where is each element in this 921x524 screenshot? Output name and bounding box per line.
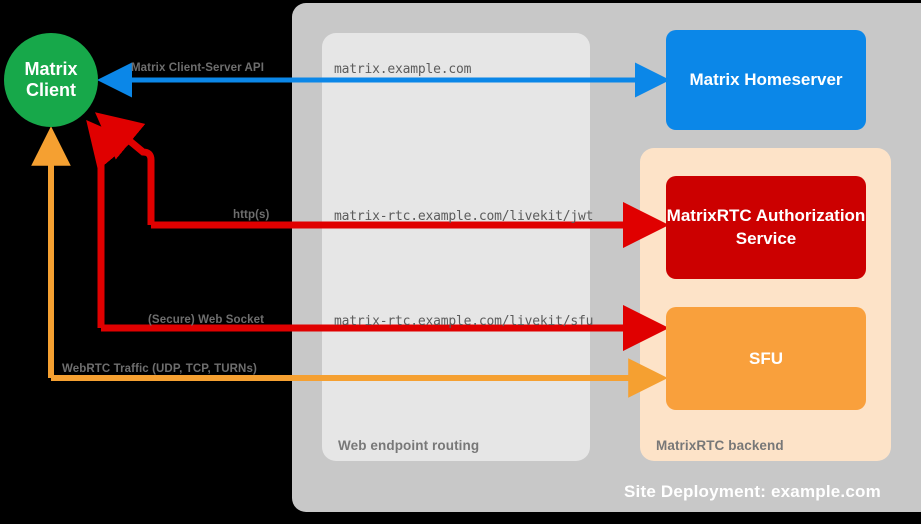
matrix-client-label-line1: Matrix — [24, 59, 78, 80]
matrixrtc-authorization-service-label: MatrixRTC Authorization Service — [666, 206, 866, 248]
web-endpoint-routing-label: Web endpoint routing — [338, 438, 480, 453]
node-sfu[interactable]: SFU — [666, 307, 866, 410]
flow-label-webrtc-traffic: WebRTC Traffic (UDP, TCP, TURNs) — [62, 363, 257, 375]
site-deployment-label: Site Deployment: example.com — [624, 482, 881, 501]
node-matrix-homeserver[interactable]: Matrix Homeserver — [666, 30, 866, 130]
endpoint-url-livekit-jwt: matrix-rtc.example.com/livekit/jwt — [334, 209, 594, 224]
node-matrixrtc-authorization-service[interactable]: MatrixRTC Authorization Service — [666, 176, 866, 279]
flow-label-http: http(s) — [233, 209, 270, 221]
matrix-homeserver-label: Matrix Homeserver — [689, 70, 843, 89]
node-matrix-client[interactable]: Matrix Client — [4, 33, 98, 127]
endpoint-url-livekit-sfu: matrix-rtc.example.com/livekit/sfu — [334, 314, 594, 329]
endpoint-url-homeserver: matrix.example.com — [334, 62, 472, 77]
matrixrtc-backend-label: MatrixRTC backend — [656, 438, 784, 453]
flow-label-secure-websocket: (Secure) Web Socket — [148, 314, 265, 326]
flow-label-client-server-api: Matrix Client-Server API — [131, 62, 264, 74]
sfu-label: SFU — [749, 348, 783, 368]
matrix-client-label-line2: Client — [25, 80, 76, 100]
web-endpoint-routing-container — [322, 33, 590, 461]
